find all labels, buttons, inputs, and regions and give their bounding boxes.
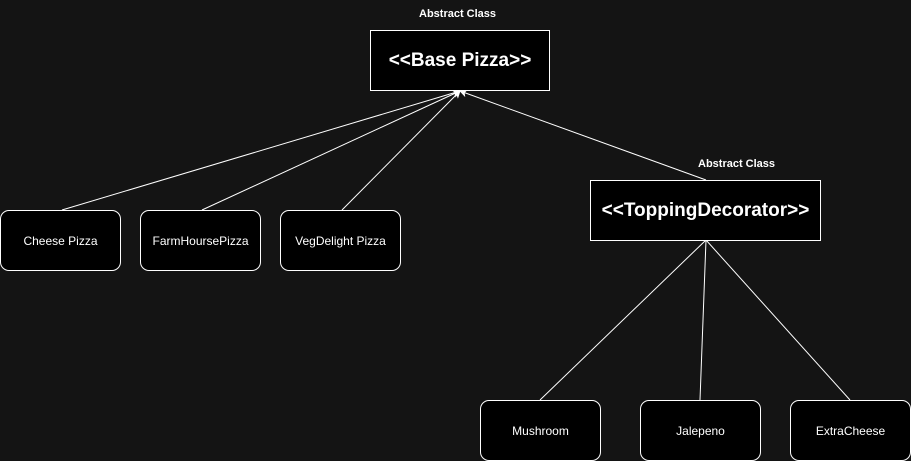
edge-vegdelight-pizza-to-base-pizza <box>341 90 461 211</box>
base-pizza-caption: Abstract Class <box>419 8 497 20</box>
topping-decorator-node[interactable]: <<ToppingDecorator>> <box>590 180 821 241</box>
edge-topping-decorator-to-extracheese <box>705 239 851 401</box>
vegdelight-pizza-node[interactable]: VegDelight Pizza <box>280 210 401 271</box>
edge-cheese-pizza-to-base-pizza <box>61 89 461 211</box>
farmhouse-pizza-node[interactable]: FarmHoursePizza <box>140 210 261 271</box>
mushroom-node[interactable]: Mushroom <box>480 400 601 461</box>
cheese-pizza-node[interactable]: Cheese Pizza <box>0 210 121 271</box>
edge-farmhouse-pizza-to-base-pizza <box>201 90 461 211</box>
edge-topping-decorator-to-base-pizza <box>459 89 707 181</box>
extracheese-node[interactable]: ExtraCheese <box>790 400 911 461</box>
topping-decorator-caption: Abstract Class <box>698 158 776 170</box>
edge-topping-decorator-to-mushroom <box>539 239 707 401</box>
jalepeno-node[interactable]: Jalepeno <box>640 400 761 461</box>
base-pizza-node[interactable]: <<Base Pizza>> <box>370 30 550 91</box>
edge-topping-decorator-to-jalepeno <box>699 239 707 401</box>
